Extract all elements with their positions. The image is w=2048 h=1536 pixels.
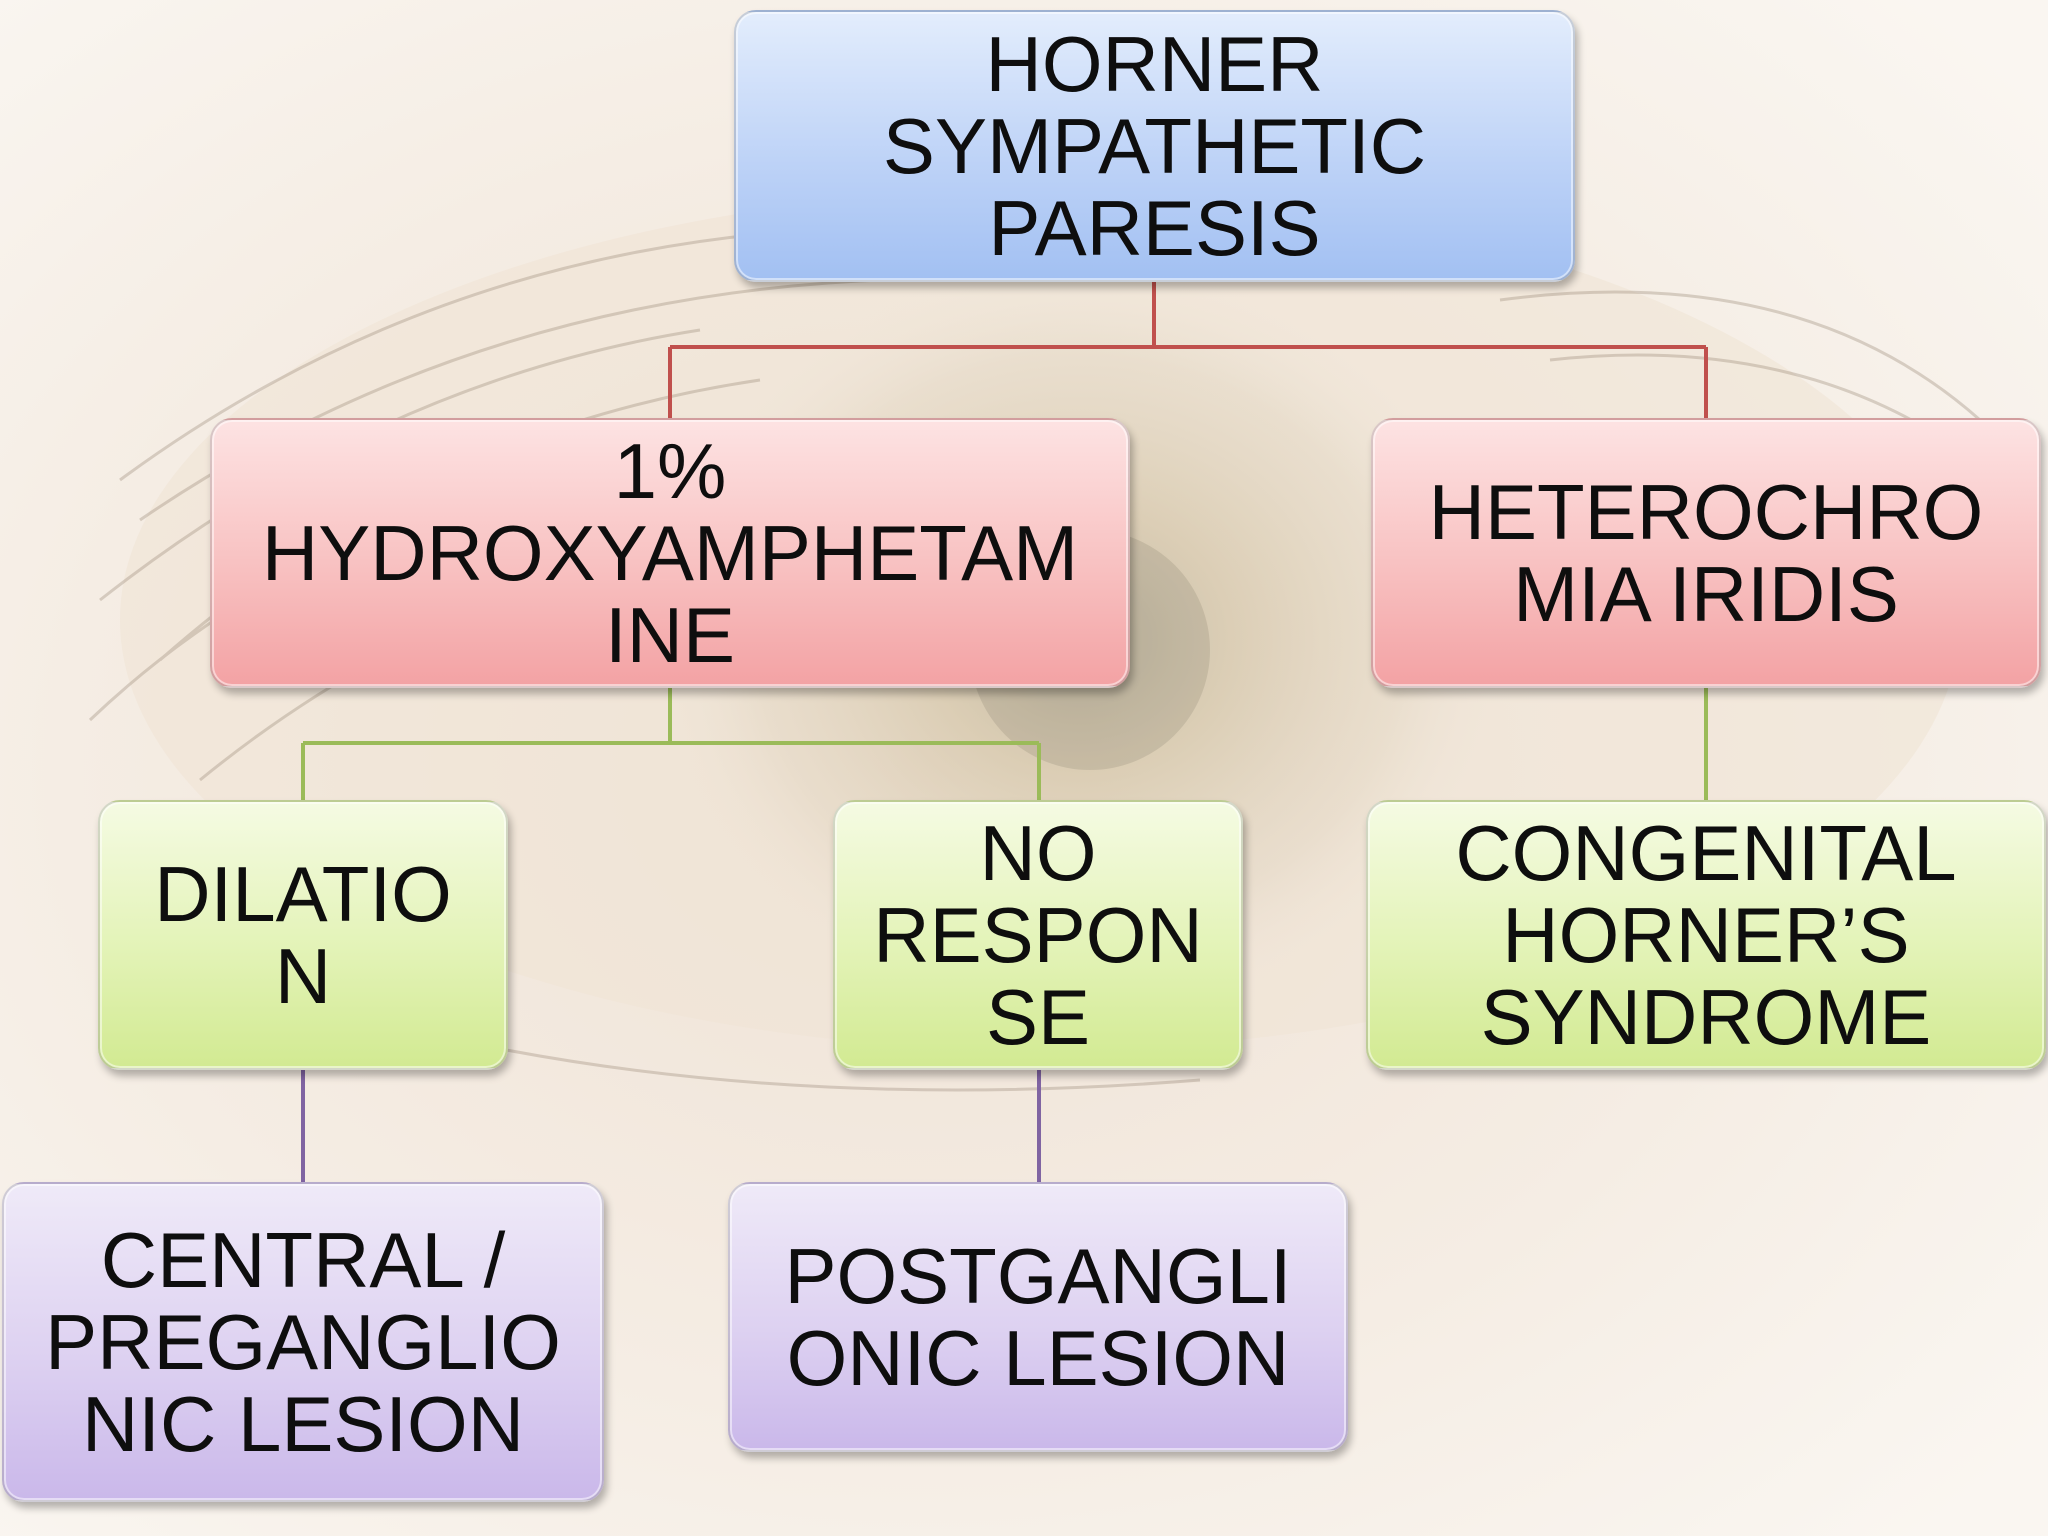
connector-hydroxy-to-level3 [301,688,1041,800]
node-dilation: DILATIO N [98,800,508,1070]
node-horner-sympathetic-paresis: HORNER SYMPATHETIC PARESIS [734,10,1575,282]
node-postganglionic-lesion: POSTGANGLI ONIC LESION [728,1182,1348,1452]
node-heterochromia-iridis: HETEROCHRO MIA IRIDIS [1371,418,2041,688]
node-no-response: NO RESPON SE [833,800,1243,1070]
node-hydroxyamphetamine: 1% HYDROXYAMPHETAM INE [210,418,1130,688]
connector-root-to-level2 [668,282,1708,418]
node-central-preganglionic-lesion: CENTRAL / PREGANGLIO NIC LESION [2,1182,604,1502]
node-congenital-horners-syndrome: CONGENITAL HORNER’S SYNDROME [1366,800,2046,1070]
